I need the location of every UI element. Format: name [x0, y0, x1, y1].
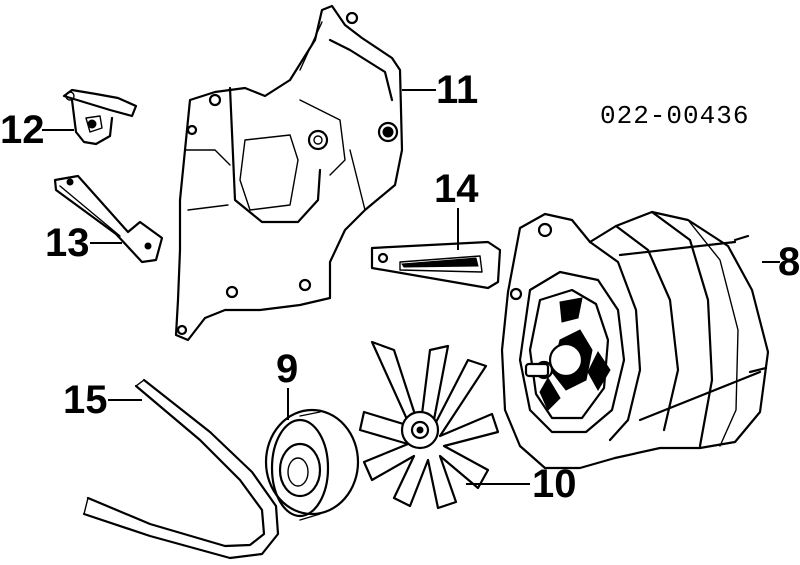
part-14-slotted-plate: [370, 240, 502, 290]
callout-8: 8: [778, 240, 800, 284]
part-15-v-belt: [82, 378, 280, 560]
part-12-clip: [62, 88, 138, 146]
callout-14: 14: [434, 167, 479, 211]
part-9-pulley: [264, 408, 360, 521]
part-code-label: 022-00436: [600, 101, 749, 131]
callout-9: 9: [276, 347, 298, 391]
callout-10: 10: [532, 462, 577, 506]
part-10-fan: [358, 340, 500, 510]
part-13-strap: [53, 174, 164, 264]
callout-12: 12: [0, 108, 45, 152]
callout-13: 13: [45, 221, 90, 265]
part-8-alternator: [500, 210, 770, 470]
callout-11: 11: [436, 68, 478, 112]
part-11-bracket-cover: [174, 4, 404, 342]
callout-15: 15: [63, 378, 108, 422]
